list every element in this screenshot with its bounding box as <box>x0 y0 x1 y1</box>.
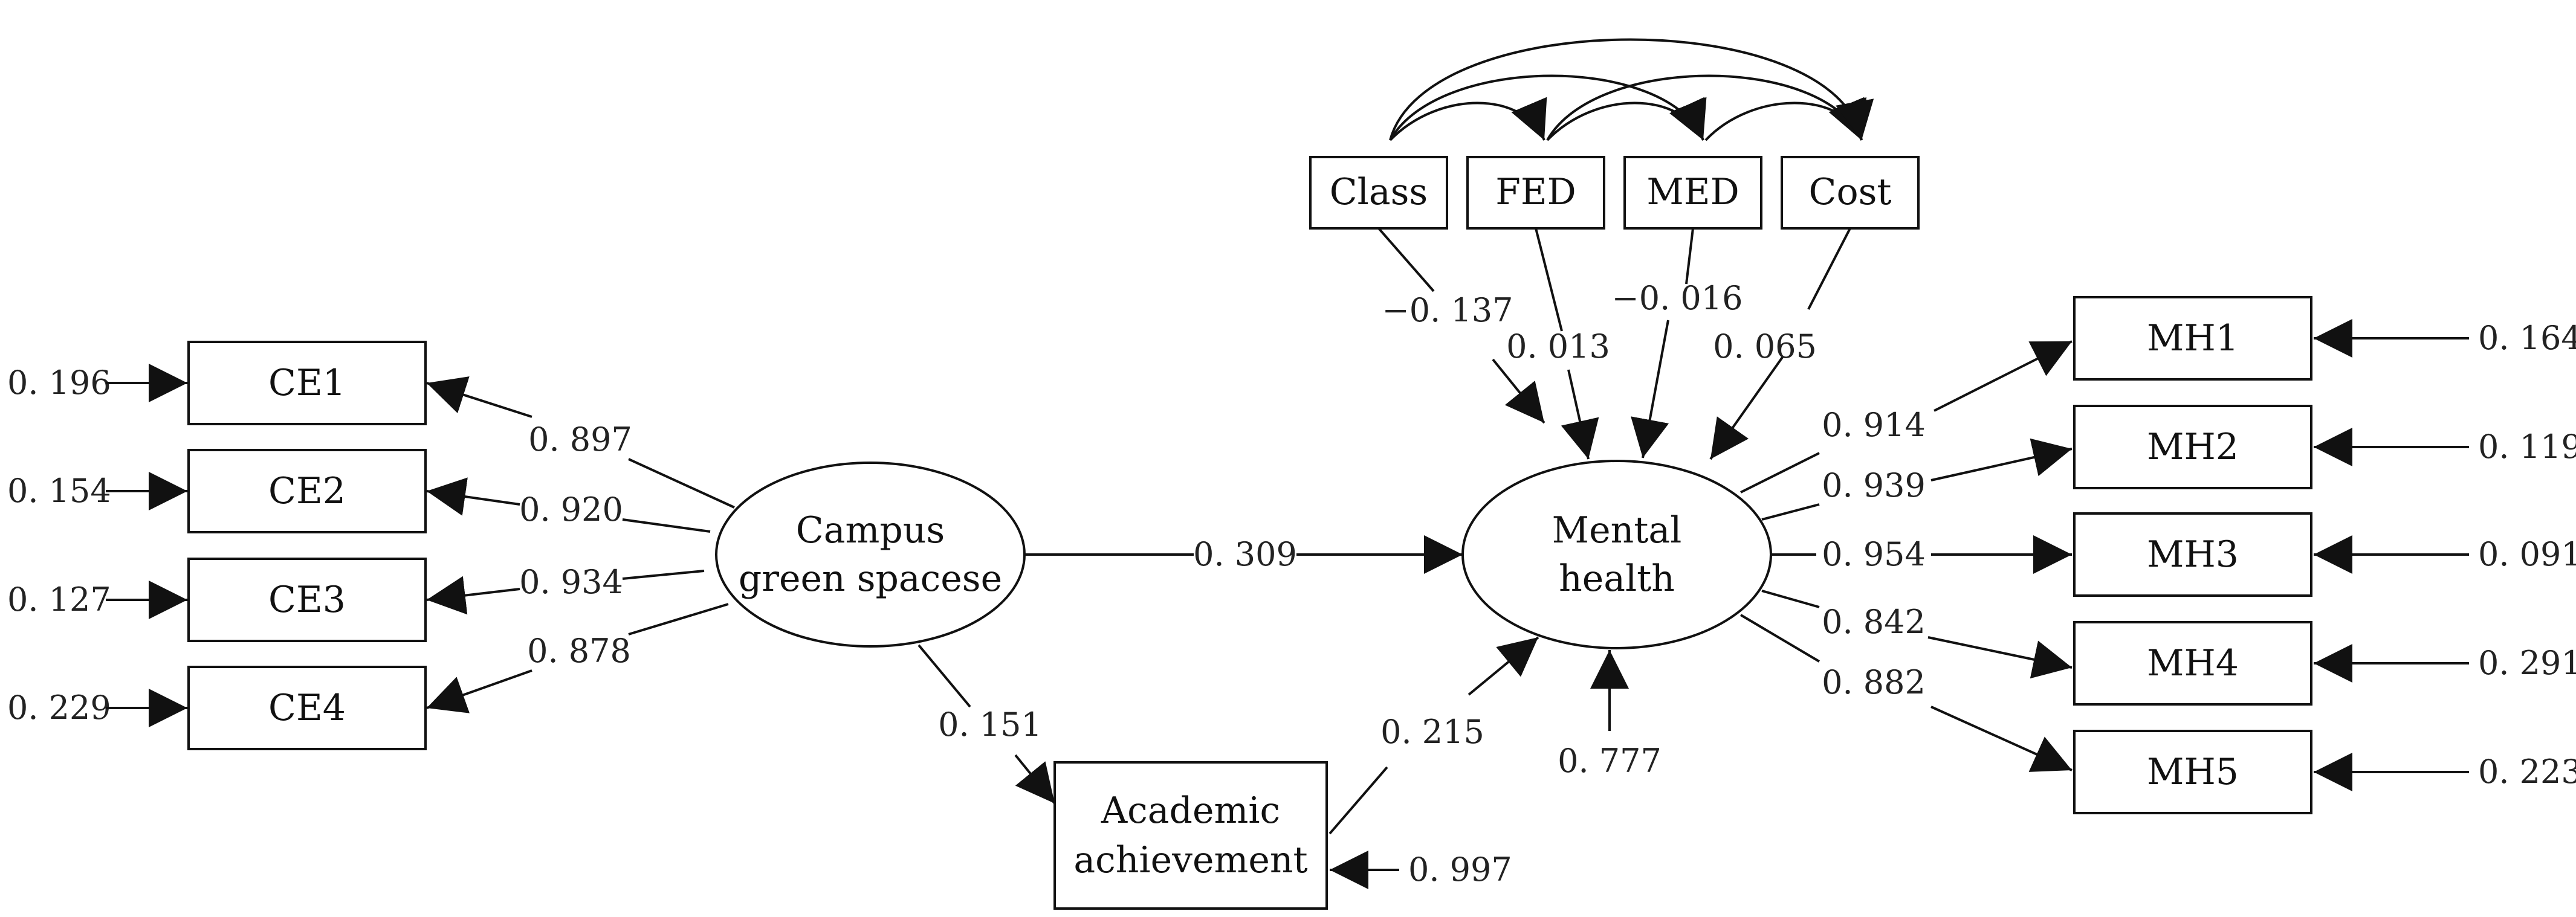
ce-loading-1: 0. 897 <box>528 420 632 458</box>
ce-box-3 <box>187 558 427 642</box>
ce-label-3: CE3 <box>268 579 346 621</box>
ce-error-1: 0. 196 <box>7 364 111 402</box>
academic-box <box>1053 761 1328 910</box>
mh-loading-3: 0. 954 <box>1822 535 1926 573</box>
path-med-mental <box>1685 228 1694 285</box>
coef-class: −0. 137 <box>1382 291 1513 329</box>
mh-loading-4: 0. 842 <box>1822 603 1926 641</box>
ce-loading-3: 0. 934 <box>519 563 623 601</box>
ce-error-3: 0. 127 <box>7 581 111 619</box>
mh-box-2 <box>2073 405 2312 489</box>
mh-label-4: MH4 <box>2147 642 2239 684</box>
path-class-mental <box>1377 227 1435 292</box>
covariate-label-med: MED <box>1646 171 1739 213</box>
mh-label-1: MH1 <box>2147 317 2239 359</box>
path-campus-mental: 0. 309 <box>1024 535 1463 574</box>
academic-label-line1: Academic <box>1101 790 1280 832</box>
mh-box-4 <box>2073 621 2312 706</box>
mh-error-2: 0. 119 <box>2478 428 2576 466</box>
mh-error-3: 0. 091 <box>2478 535 2576 573</box>
covariate-box-fed <box>1466 156 1605 230</box>
campus-label-line2: green spacese <box>739 558 1002 600</box>
covariate-label-fed: FED <box>1495 171 1576 213</box>
ce-label-2: CE2 <box>268 470 346 512</box>
mental-label-line2: health <box>1559 558 1675 600</box>
mh-box-1 <box>2073 296 2312 381</box>
covariance-arcs <box>1389 38 1874 141</box>
ce-box-1 <box>187 341 427 425</box>
mh-errors: 0. 164 0. 119 0. 091 0. 291 0. 223 <box>2314 319 2576 791</box>
path-academic-mental: 0. 215 <box>1328 636 1539 835</box>
ce-box-2 <box>187 449 427 533</box>
mh-label-5: MH5 <box>2147 751 2239 793</box>
path-fed-mental <box>1535 228 1563 332</box>
academic-residual: 0. 997 <box>1330 851 1512 889</box>
cov-arc-med-cost <box>1704 97 1866 141</box>
coef-campus-mental: 0. 309 <box>1193 535 1297 573</box>
covariate-label-class: Class <box>1330 171 1428 213</box>
mh-loading-5: 0. 882 <box>1822 663 1926 701</box>
mh-error-5: 0. 223 <box>2478 753 2576 791</box>
path-campus-academic: 0. 151 <box>917 644 1056 805</box>
cov-arc-class-med <box>1389 74 1707 141</box>
cov-arc-fed-med <box>1546 97 1705 141</box>
mental-residual-value: 0. 777 <box>1558 742 1662 780</box>
coef-campus-academic: 0. 151 <box>938 706 1042 744</box>
covariate-label-cost: Cost <box>1809 171 1892 213</box>
mh-indicators: MH1 MH2 MH3 MH4 MH5 <box>2073 296 2312 814</box>
coef-cost: 0. 065 <box>1713 327 1817 365</box>
mh-error-1: 0. 164 <box>2478 319 2576 357</box>
mental-label-line1: Mental <box>1552 509 1682 552</box>
cov-arc-class-fed <box>1389 97 1547 141</box>
mental-ellipse <box>1461 460 1772 649</box>
campus-label-line1: Campus <box>796 509 945 552</box>
coef-fed: 0. 013 <box>1506 327 1610 365</box>
mh-loading-2: 0. 939 <box>1822 466 1926 504</box>
mh-loadings: 0. 914 0. 939 0. 954 0. 842 0. 882 <box>1739 340 2073 772</box>
academic-label-line2: achievement <box>1073 839 1307 881</box>
ce-label-1: CE1 <box>268 362 346 404</box>
campus-ellipse <box>715 462 1026 648</box>
coef-med: −0. 016 <box>1611 279 1743 317</box>
cov-arc-fed-cost <box>1546 74 1865 141</box>
coef-academic-mental: 0. 215 <box>1380 713 1484 751</box>
mental-residual: 0. 777 <box>1558 650 1662 780</box>
path-cost-mental <box>1807 228 1851 310</box>
latent-campus: Campus green spacese <box>715 462 1026 648</box>
ce-errors: 0. 196 0. 154 0. 127 0. 229 <box>7 364 187 727</box>
ce-error-2: 0. 154 <box>7 472 111 510</box>
mh-box-3 <box>2073 512 2312 597</box>
ce-loadings: 0. 897 0. 920 0. 934 0. 878 <box>426 376 735 713</box>
ce-error-4: 0. 229 <box>7 689 111 727</box>
ce-box-4 <box>187 666 427 750</box>
latent-mental: Mental health <box>1461 460 1772 649</box>
academic-residual-value: 0. 997 <box>1408 851 1512 889</box>
mh-label-2: MH2 <box>2147 426 2239 468</box>
covariate-paths: −0. 137 0. 013 −0. 016 0. 065 <box>1377 227 1851 460</box>
mh-box-5 <box>2073 730 2312 814</box>
ce-indicators: CE1 CE2 CE3 CE4 <box>187 341 427 750</box>
academic-node: Academic achievement <box>1053 761 1328 910</box>
ce-loading-2: 0. 920 <box>519 491 623 529</box>
mh-error-4: 0. 291 <box>2478 644 2576 682</box>
covariates: Class FED MED Cost <box>1309 156 1920 230</box>
ce-loading-4: 0. 878 <box>527 632 631 670</box>
mh-label-3: MH3 <box>2147 533 2239 576</box>
cov-arc-class-cost <box>1389 38 1874 141</box>
mh-loading-1: 0. 914 <box>1822 406 1926 444</box>
ce-label-4: CE4 <box>268 687 346 729</box>
